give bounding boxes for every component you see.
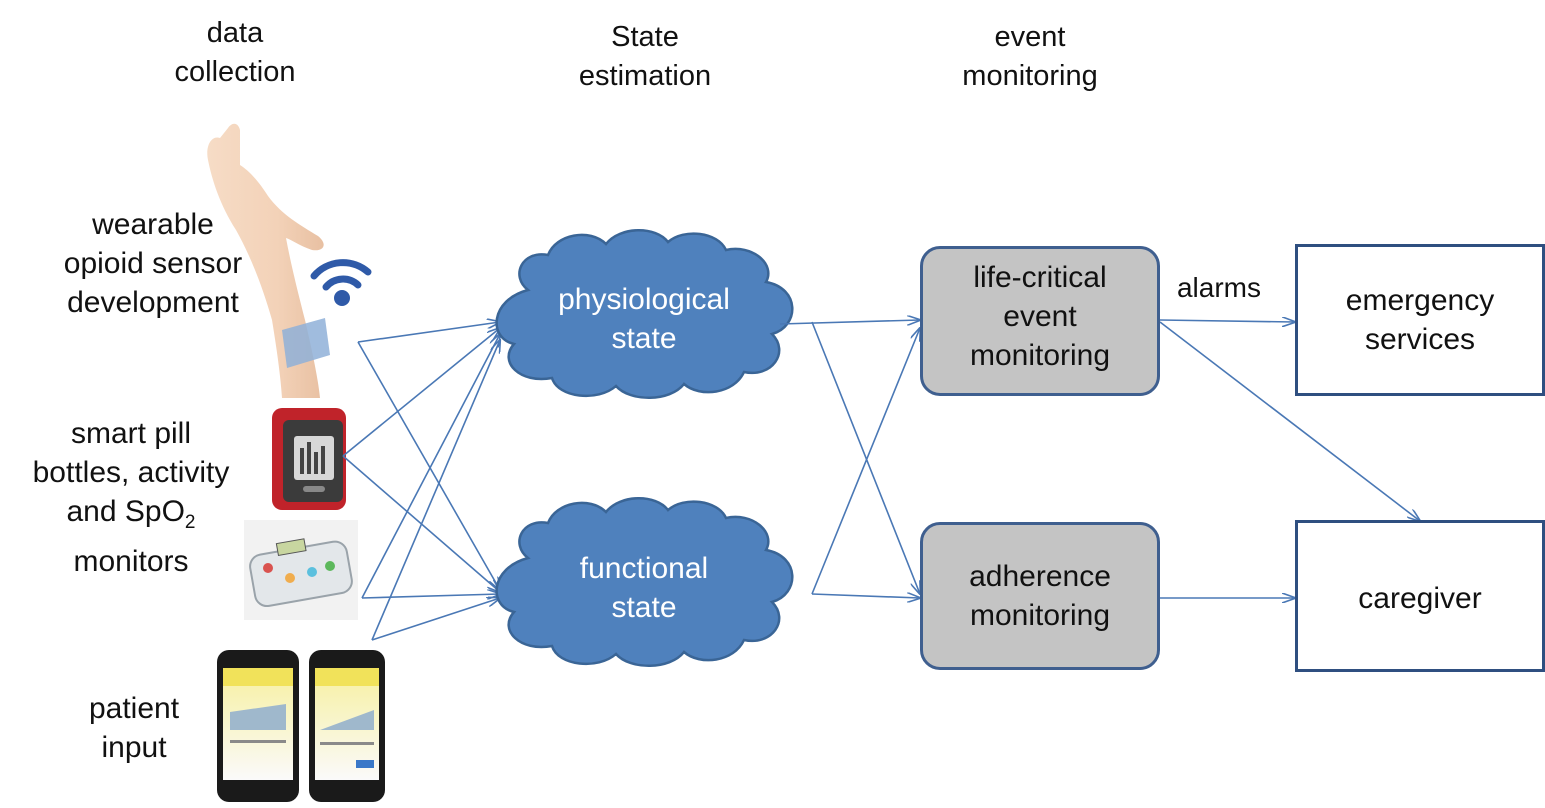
header-data-collection-line1: data (206, 17, 264, 49)
arrow-functional-to-adherence (811, 594, 920, 598)
wearable-label-line3: development (67, 286, 239, 319)
caregiver-box: caregiver (1295, 520, 1545, 672)
activity-watch-icon (272, 408, 346, 510)
adherence-monitoring-box: adherence monitoring (920, 522, 1160, 670)
functional-state-label: functional state (534, 549, 754, 627)
pill-dispenser-icon (244, 520, 358, 620)
arrow-pill-to-physiological (342, 328, 500, 457)
state-arrows (779, 320, 920, 598)
emergency-services-box: emergency services (1295, 244, 1545, 396)
physiological-state-label: physiological state (534, 280, 754, 358)
spo2-subscript: 2 (184, 512, 196, 533)
life-critical-monitoring-box: life-critical event monitoring (920, 246, 1160, 396)
arrow-patient-to-functional (371, 598, 500, 641)
output-arrows (1159, 320, 1420, 598)
header-data-collection-line2: collection (174, 56, 296, 88)
emergency-services-label: emergency services (1298, 281, 1542, 359)
smart-pill-label-line4: monitors (73, 545, 189, 578)
arrow-functional-to-life-critical (811, 328, 920, 595)
arrow-physiological-to-life-critical (779, 320, 920, 324)
adherence-monitoring-label: adherence monitoring (923, 557, 1157, 635)
functional-state-line1: functional (579, 552, 709, 585)
adherence-line1: adherence (969, 560, 1111, 593)
emergency-line1: emergency (1345, 284, 1495, 317)
physiological-state-line1: physiological (558, 283, 730, 316)
source-arrows (342, 322, 500, 641)
arrow-dispenser-to-functional (361, 594, 500, 598)
arrow-life-critical-to-caregiver (1159, 321, 1420, 521)
header-state-estimation: State estimation (565, 18, 725, 96)
functional-state-line2: state (611, 591, 677, 624)
life-critical-monitoring-label: life-critical event monitoring (923, 258, 1157, 375)
functional-state-cloud (495, 497, 794, 667)
life-critical-line1: life-critical (973, 261, 1107, 294)
hand-wrist-icon (207, 123, 330, 399)
wearable-label-line2: opioid sensor (63, 247, 243, 280)
arrow-patient-to-physiological (371, 340, 500, 641)
smart-pill-label-line2: bottles, activity (32, 456, 230, 489)
patient-input-label: patient input (64, 689, 204, 767)
wearable-label: wearable opioid sensor development (48, 205, 258, 322)
arrow-dispenser-to-physiological (361, 334, 500, 599)
header-data-collection: data collection (160, 14, 310, 92)
patient-input-label-line2: input (101, 731, 167, 764)
header-event-monitoring: event monitoring (945, 18, 1115, 96)
arrow-physiological-to-adherence (811, 321, 920, 594)
life-critical-line2: event (1003, 300, 1077, 333)
header-state-estimation-line1: State (611, 21, 679, 53)
arrow-life-critical-to-emergency (1159, 320, 1295, 322)
alarms-label: alarms (1176, 272, 1261, 303)
wearable-label-line1: wearable (92, 208, 214, 241)
header-state-estimation-line2: estimation (578, 60, 712, 92)
wifi-icon (310, 259, 372, 306)
spo2-prefix: and SpO (66, 495, 185, 528)
adherence-line2: monitoring (969, 599, 1111, 632)
header-event-monitoring-line1: event (994, 21, 1066, 53)
smart-pill-label-line1: smart pill (70, 417, 191, 450)
life-critical-line3: monitoring (969, 339, 1111, 372)
emergency-line2: services (1364, 323, 1476, 356)
patient-input-label-line1: patient (88, 692, 180, 725)
header-event-monitoring-line2: monitoring (962, 60, 1098, 92)
arrow-wearable-to-functional (357, 341, 500, 590)
physiological-state-line2: state (611, 322, 677, 355)
smart-pill-label-line3: and SpO2 (14, 492, 248, 542)
arrow-wearable-to-physiological (357, 322, 500, 343)
caregiver-label: caregiver (1358, 582, 1482, 615)
physiological-state-cloud (495, 229, 794, 399)
smartphone-icon (217, 650, 385, 802)
smart-pill-label: smart pill bottles, activity and SpO2 mo… (14, 414, 248, 581)
